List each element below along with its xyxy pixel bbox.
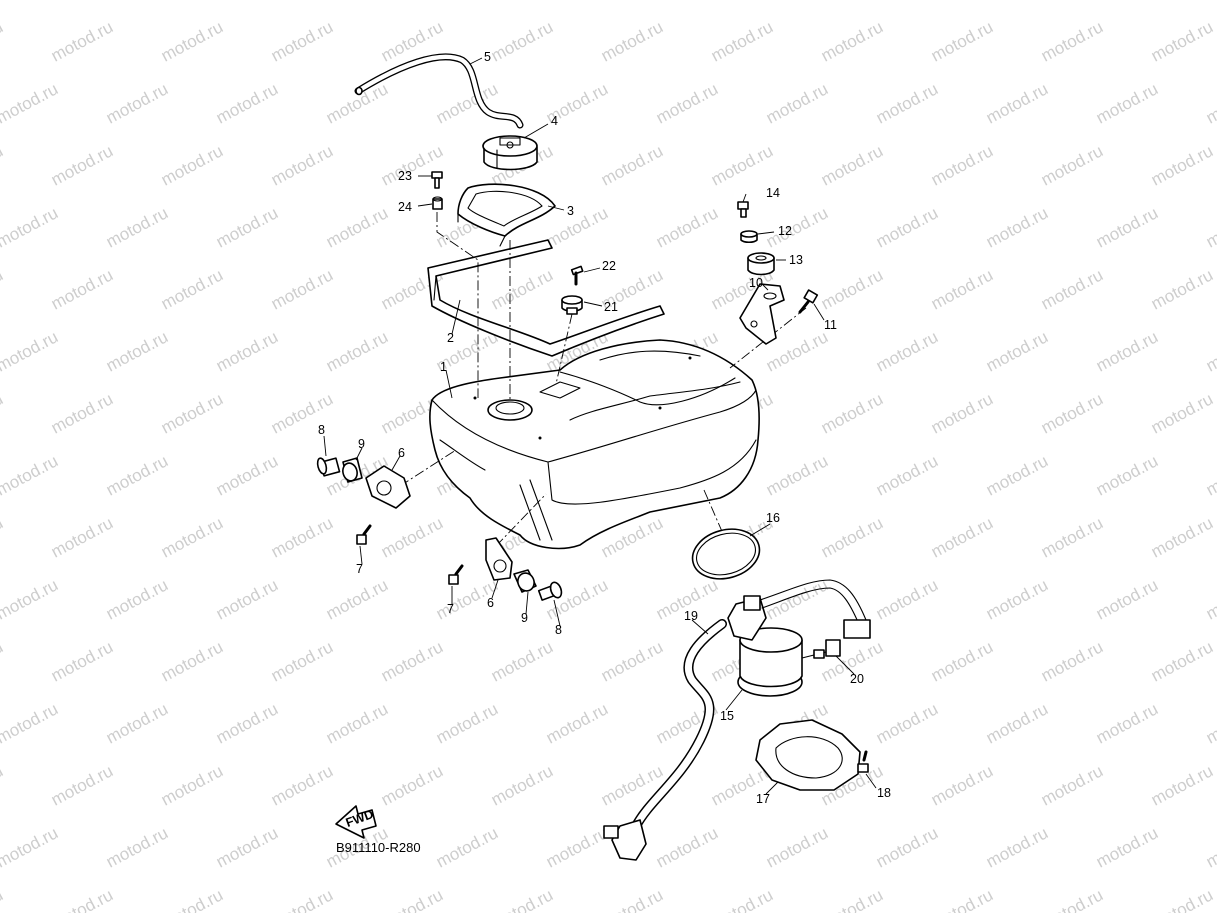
callout-24[interactable]: 24 — [398, 200, 412, 214]
callout-12[interactable]: 12 — [778, 224, 792, 238]
collar-12-part[interactable] — [740, 230, 758, 244]
callout-6b[interactable]: 6 — [487, 596, 494, 610]
gasket-16-part[interactable] — [687, 522, 765, 586]
callout-8a[interactable]: 8 — [318, 423, 325, 437]
callout-9a[interactable]: 9 — [358, 437, 365, 451]
collar-24-part[interactable] — [432, 196, 443, 210]
callout-7a[interactable]: 7 — [356, 562, 363, 576]
callout-15[interactable]: 15 — [720, 709, 734, 723]
centerline-21 — [555, 313, 573, 385]
collar-8a-part[interactable] — [316, 457, 341, 477]
callouts: 5 4 3 23 24 2 1 14 12 13 10 11 22 21 8 9… — [318, 50, 891, 806]
centerline-16 — [703, 489, 725, 537]
callout-22[interactable]: 22 — [602, 259, 616, 273]
callout-4[interactable]: 4 — [551, 114, 558, 128]
damper-9a-part[interactable] — [341, 457, 363, 483]
retaining-plate-part[interactable] — [755, 719, 861, 791]
screw-18-part[interactable] — [857, 750, 869, 773]
centerline-6b — [495, 493, 547, 547]
bolt-11-part[interactable] — [798, 289, 819, 314]
bracket-6a-part[interactable] — [365, 465, 411, 509]
bolt-7b-part[interactable] — [448, 564, 464, 585]
centerline-23 — [436, 212, 479, 398]
callout-3[interactable]: 3 — [567, 204, 574, 218]
fuel-tank-part[interactable] — [429, 339, 760, 550]
clip-20-part[interactable] — [813, 639, 841, 659]
callout-5[interactable]: 5 — [484, 50, 491, 64]
callout-7b[interactable]: 7 — [447, 602, 454, 616]
forward-arrow-icon: FWD — [335, 805, 377, 839]
bolt-14-part[interactable] — [737, 201, 749, 218]
centerline-6a — [399, 449, 457, 487]
bolt-23-part[interactable] — [431, 171, 443, 189]
callout-21[interactable]: 21 — [604, 300, 618, 314]
bolt-7a-part[interactable] — [356, 524, 372, 545]
fuel-cap-part[interactable] — [482, 135, 538, 171]
callout-10[interactable]: 10 — [749, 276, 763, 290]
callout-19[interactable]: 19 — [684, 609, 698, 623]
callout-8b[interactable]: 8 — [555, 623, 562, 637]
fuel-hose-part[interactable] — [603, 619, 727, 861]
filler-seal-part[interactable] — [457, 183, 556, 247]
callout-18[interactable]: 18 — [877, 786, 891, 800]
callout-2[interactable]: 2 — [447, 331, 454, 345]
callout-14[interactable]: 14 — [766, 186, 780, 200]
drawing-code: B911110-R280 — [336, 840, 421, 855]
callout-6a[interactable]: 6 — [398, 446, 405, 460]
callout-23[interactable]: 23 — [398, 169, 412, 183]
callout-1[interactable]: 1 — [440, 360, 447, 374]
callout-16[interactable]: 16 — [766, 511, 780, 525]
damper-9b-part[interactable] — [513, 569, 537, 593]
callout-17[interactable]: 17 — [756, 792, 770, 806]
bracket-10-part[interactable] — [739, 283, 785, 345]
callout-11[interactable]: 11 — [824, 318, 837, 332]
breather-hose-part[interactable] — [354, 53, 524, 129]
fuel-pump-part[interactable] — [727, 579, 871, 697]
screw-22-part[interactable] — [570, 265, 584, 286]
tank-rail-part[interactable] — [427, 239, 665, 357]
bracket-6b-part[interactable] — [485, 537, 513, 581]
callout-20[interactable]: 20 — [850, 672, 864, 686]
centerline-11 — [729, 307, 807, 369]
callout-13[interactable]: 13 — [789, 253, 803, 267]
leader-lines — [323, 57, 877, 795]
collar-8b-part[interactable] — [537, 581, 564, 601]
callout-9b[interactable]: 9 — [521, 611, 528, 625]
grommet-21-part[interactable] — [561, 295, 583, 315]
damper-13-part[interactable] — [747, 252, 775, 276]
